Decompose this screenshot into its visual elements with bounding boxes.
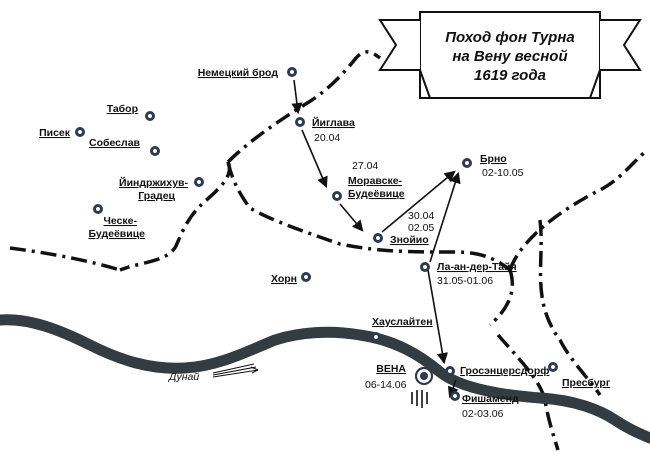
marker-horn [301, 272, 311, 282]
title-line-1: Поход фон Турна [445, 29, 575, 46]
arrow-jihlava-moravske [301, 129, 328, 189]
marker-jihlava [295, 117, 305, 127]
label-moravske-1: Моравске- [348, 175, 403, 187]
marker-pressburg [548, 362, 558, 372]
date-brno: 02-10.05 [482, 167, 524, 179]
river-label: Дунай [168, 363, 259, 383]
label-fischamend: Фишаменд [462, 393, 519, 405]
marker-jindrichuv [194, 177, 204, 187]
date-moravske: 27.04 [352, 160, 378, 172]
date-vienna: 06-14.06 [365, 379, 407, 391]
marker-znojmo [373, 233, 383, 243]
marker-fischamend [450, 391, 460, 401]
label-jindrichuv-1: Йиндржихув- [119, 176, 188, 189]
label-jihlava: Йиглава [312, 116, 355, 129]
label-laa: Ла-ан-дер-Тайя [437, 261, 517, 273]
label-brno: Брно [480, 153, 507, 165]
label-nemecky-brod: Немецкий брод [198, 67, 279, 79]
marker-ceske [93, 204, 103, 214]
city-labels: Немецкий брод Табор Писек Собеслав Йиндр… [39, 67, 611, 420]
label-pressburg: Пресбург [562, 377, 611, 389]
borders [9, 50, 647, 451]
marker-moravske [332, 191, 342, 201]
camp-icon [411, 390, 428, 408]
title-banner: Поход фон Турна на Вену весной 1619 года [378, 11, 642, 99]
date-jihlava: 20.04 [314, 132, 340, 144]
label-znojmo: Знойио [390, 234, 429, 246]
marker-sobeslav [150, 146, 160, 156]
label-grossenzersdorf: Гросэнцерсдорф [460, 365, 549, 377]
date-znojmo-1: 30.04 [408, 210, 434, 222]
marker-laa [420, 262, 430, 272]
border-west [119, 161, 232, 272]
arrow-znojmo-brno [381, 170, 456, 233]
title-line-3: 1619 года [474, 67, 546, 84]
label-moravske-2: Будеёвице [348, 188, 405, 200]
label-sobeslav: Собеслав [89, 137, 141, 149]
label-hauslaiten: Хауслайтен [372, 316, 433, 328]
marker-grossenzersdorf [445, 366, 455, 376]
arrow-brod-jihlava [291, 79, 303, 115]
label-pisek: Писек [39, 127, 71, 139]
border-east [508, 150, 647, 271]
marker-pisek [75, 127, 85, 137]
label-tabor: Табор [107, 103, 138, 115]
border-southwest [9, 246, 121, 272]
marker-nemecky-brod [287, 67, 297, 77]
label-horn: Хорн [271, 273, 297, 285]
border-north [226, 50, 382, 164]
river-danube [0, 314, 650, 444]
arrow-laa-grossenzersdorf [427, 269, 448, 365]
vienna-marker [414, 366, 434, 386]
label-vienna: ВЕНА [376, 363, 406, 375]
arrow-laa-brno [429, 171, 461, 263]
label-jindrichuv-2: Градец [138, 190, 175, 202]
date-znojmo-2: 02.05 [408, 222, 434, 234]
river-name: Дунай [168, 371, 199, 383]
border-inner [226, 161, 512, 272]
marker-tabor [145, 111, 155, 121]
border-slovakia [488, 219, 602, 396]
marker-hauslaiten [371, 332, 381, 342]
title-line-2: на Вену весной [452, 48, 567, 65]
city-markers [75, 67, 558, 408]
river-flow-icon [212, 363, 259, 378]
date-fischamend: 02-03.06 [462, 408, 504, 420]
date-laa: 31.05-01.06 [437, 275, 493, 287]
marker-brno [462, 158, 472, 168]
label-ceske-2: Будеёвице [88, 228, 145, 240]
arrow-moravske-znojmo [339, 203, 364, 232]
label-ceske-1: Ческе- [103, 215, 137, 227]
